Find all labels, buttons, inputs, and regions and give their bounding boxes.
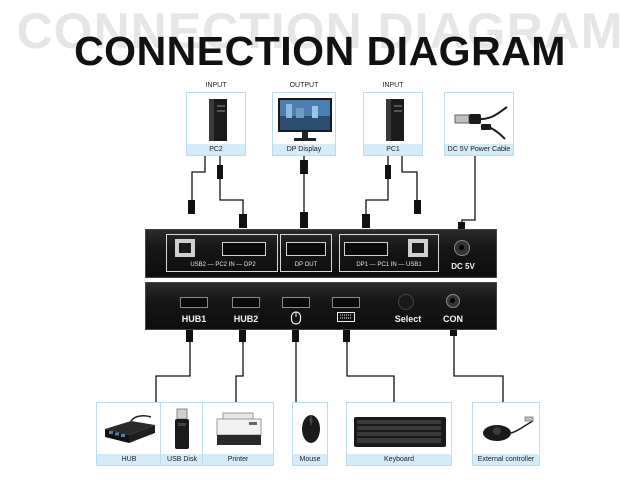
- wired-remote-controller-icon: [483, 416, 534, 441]
- device-card-pc2: PC2: [186, 92, 246, 156]
- dc-power-jack: [454, 240, 470, 256]
- mouse-device-icon: [302, 415, 320, 443]
- device-label-usb-disk: USB Disk: [161, 454, 203, 465]
- kvm-back-panel: USB2 — PC2 IN — DP2 DP OUT DP1 — PC1 IN …: [145, 229, 497, 278]
- keyboard-device-icon: [354, 417, 446, 447]
- device-card-pc1: PC1: [363, 92, 423, 156]
- dp-port-1: [344, 242, 388, 256]
- usb-hub-icon: [105, 415, 155, 443]
- port-group-pc2: [166, 234, 278, 272]
- caption-pc1: INPUT: [382, 82, 404, 89]
- device-card-external-controller: External controller: [472, 402, 540, 466]
- device-card-printer: Printer: [202, 402, 274, 466]
- device-label-keyboard: Keyboard: [347, 454, 451, 465]
- device-label-external-controller: External controller: [473, 454, 539, 465]
- device-card-keyboard: Keyboard: [346, 402, 452, 466]
- device-card-usb-disk: USB Disk: [160, 402, 204, 466]
- desktop-tower-icon: [209, 99, 227, 141]
- device-label-dp-display: DP Display: [273, 144, 335, 155]
- mouse-icon: [290, 311, 302, 325]
- usb-b-port-1: [408, 239, 428, 257]
- caption-pc2: INPUT: [205, 82, 227, 89]
- device-label-pc2: PC2: [187, 144, 245, 155]
- title-watermark: CONNECTION DIAGRAM: [16, 3, 624, 59]
- dc-5v-label: DC 5V: [451, 262, 475, 271]
- usb-a-port-hub1: [180, 297, 208, 308]
- device-card-dp-display: DP Display: [272, 92, 336, 156]
- device-card-hub: HUB: [96, 402, 162, 466]
- con-label: CON: [443, 314, 463, 324]
- device-label-mouse: Mouse: [293, 454, 327, 465]
- dp-out-port: [286, 242, 326, 256]
- usb-a-port-hub2: [232, 297, 260, 308]
- device-label-printer: Printer: [203, 454, 273, 465]
- port-group-label-right: DP1 — PC1 IN — USB1: [356, 262, 422, 268]
- printer-icon: [216, 412, 262, 445]
- device-card-power-cable: DC 5V Power Cable: [444, 92, 514, 156]
- desktop-tower-icon: [386, 99, 404, 141]
- dp-port-2: [222, 242, 266, 256]
- usb-a-port-keyboard: [332, 297, 360, 308]
- hub1-label: HUB1: [181, 314, 207, 324]
- port-group-pc1: [339, 234, 439, 272]
- device-label-hub: HUB: [97, 454, 161, 465]
- usb-disk-icon: [175, 408, 189, 449]
- diagram-title: CONNECTION DIAGRAM: [74, 28, 566, 74]
- con-port: [446, 294, 460, 308]
- port-group-label-left: USB2 — PC2 IN — DP2: [190, 262, 256, 268]
- usb-b-port-2: [175, 239, 195, 257]
- select-label: Select: [394, 314, 422, 324]
- usb-a-port-mouse: [282, 297, 310, 308]
- usb-power-cable-icon: [454, 106, 508, 140]
- kvm-front-panel: HUB1 HUB2 Select CON: [145, 282, 497, 330]
- dp-out-label: DP OUT: [294, 262, 318, 268]
- hub2-label: HUB2: [233, 314, 259, 324]
- caption-dp-display: OUTPUT: [289, 82, 319, 89]
- keyboard-icon: [337, 312, 355, 322]
- device-label-power-cable: DC 5V Power Cable: [445, 144, 513, 155]
- select-button[interactable]: [398, 294, 414, 310]
- port-group-dp-out: [280, 234, 332, 272]
- device-card-mouse: Mouse: [292, 402, 328, 466]
- monitor-icon: [278, 98, 332, 141]
- device-label-pc1: PC1: [364, 144, 422, 155]
